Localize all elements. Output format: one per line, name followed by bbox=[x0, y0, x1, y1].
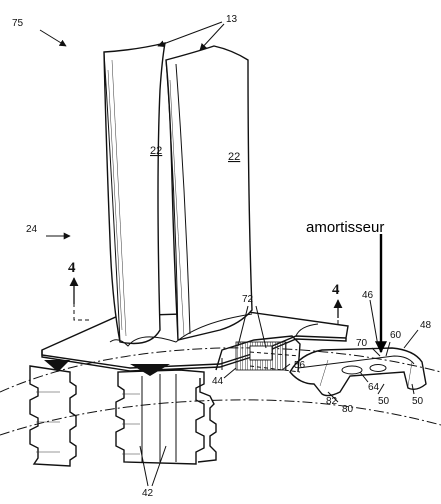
section-line-4 bbox=[73, 282, 92, 321]
ref-50-a: 50 bbox=[378, 396, 390, 407]
leader-42a bbox=[139, 445, 149, 487]
leader-50b bbox=[411, 383, 415, 395]
leader-50a bbox=[377, 383, 385, 395]
section-mark-left: 4 bbox=[68, 260, 76, 276]
leader-82 bbox=[327, 391, 339, 403]
leader-13a bbox=[157, 21, 223, 48]
leader-64 bbox=[359, 371, 369, 383]
leader-72a bbox=[237, 305, 249, 347]
airfoil-front bbox=[165, 45, 253, 341]
leader-75 bbox=[39, 29, 67, 47]
damper-pocket bbox=[215, 335, 301, 373]
ref-80: 80 bbox=[342, 404, 354, 415]
ref-48: 48 bbox=[420, 320, 432, 331]
leader-72b bbox=[255, 305, 267, 349]
airfoil-rear bbox=[103, 42, 166, 345]
damper-part bbox=[289, 347, 427, 397]
leader-13b bbox=[199, 23, 225, 51]
ref-75: 75 bbox=[12, 18, 24, 29]
ref-22-front: 22 bbox=[228, 151, 240, 163]
rotor-arc-inner bbox=[0, 399, 441, 436]
ref-72: 72 bbox=[242, 294, 254, 305]
ref-82: 82 bbox=[326, 396, 338, 407]
amortisseur-label: amortisseur bbox=[306, 219, 384, 236]
ref-70: 70 bbox=[356, 338, 368, 349]
ref-50-b: 50 bbox=[412, 396, 424, 407]
ref-44: 44 bbox=[212, 376, 224, 387]
ref-13: 13 bbox=[226, 14, 238, 25]
leader-56 bbox=[281, 363, 291, 371]
ref-24: 24 bbox=[26, 224, 38, 235]
ref-22-rear: 22 bbox=[150, 145, 162, 157]
leader-46 bbox=[369, 299, 379, 347]
ref-46: 46 bbox=[362, 290, 374, 301]
leader-48 bbox=[403, 329, 419, 349]
leader-42b bbox=[151, 445, 167, 487]
ref-42: 42 bbox=[142, 488, 154, 499]
blade-fillet bbox=[109, 313, 253, 347]
leader-60 bbox=[385, 341, 391, 357]
section-mark-right: 4 bbox=[332, 282, 340, 298]
ref-64: 64 bbox=[368, 382, 380, 393]
leader-70 bbox=[371, 347, 381, 357]
damper-guide bbox=[249, 351, 301, 373]
ref-56: 56 bbox=[294, 360, 306, 371]
leader-44 bbox=[223, 367, 237, 379]
dovetail bbox=[29, 360, 217, 467]
ref-60: 60 bbox=[390, 330, 402, 341]
